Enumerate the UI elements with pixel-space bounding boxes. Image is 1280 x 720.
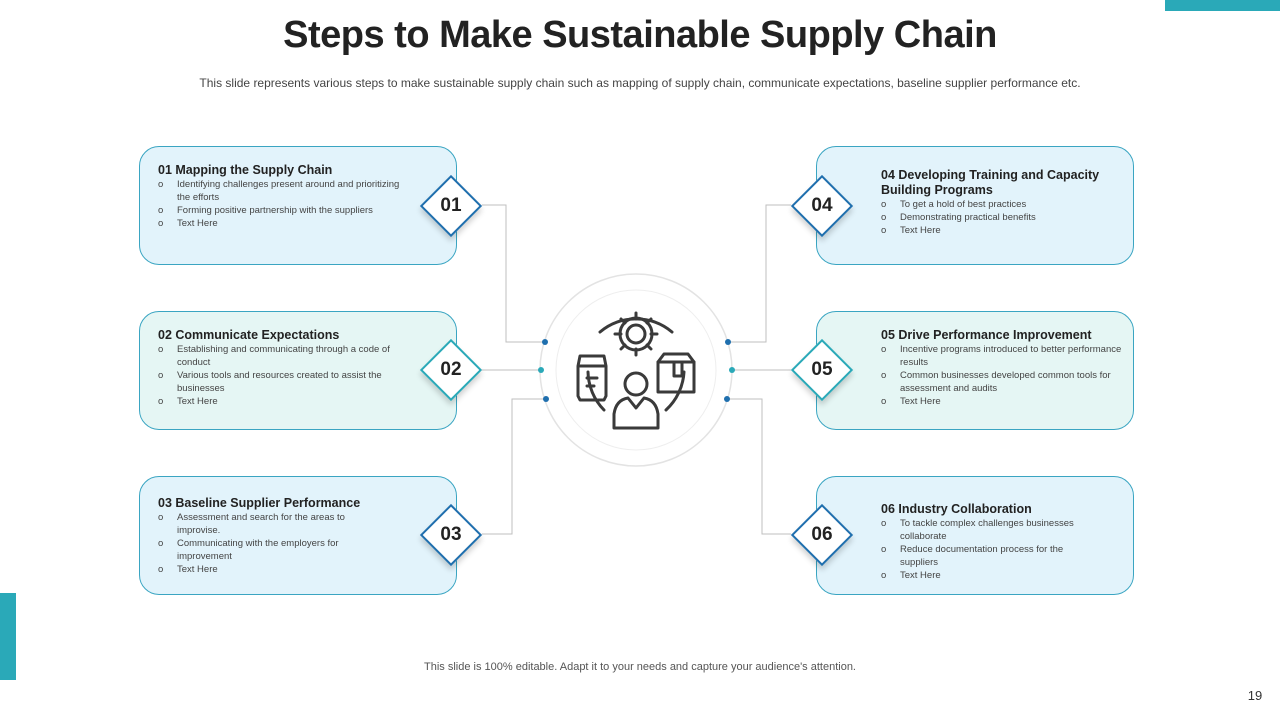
- step-title: 05 Drive Performance Improvement: [881, 328, 1092, 342]
- connector-04: [728, 204, 791, 343]
- connector-01: [482, 204, 545, 343]
- bullet-marker: o: [881, 396, 887, 407]
- bullet-marker: o: [881, 370, 887, 381]
- bullet-marker: o: [881, 518, 887, 529]
- bullet-marker: o: [881, 344, 887, 355]
- inner-ring: [555, 289, 717, 451]
- supply-chain-icon: [576, 311, 696, 430]
- bullet-marker: o: [881, 225, 887, 236]
- bullet-marker: o: [881, 570, 887, 581]
- step-title: 03 Baseline Supplier Performance: [158, 496, 361, 510]
- step-number-02: 02: [440, 359, 462, 380]
- page-number: 19: [1247, 688, 1263, 703]
- bullet-marker: o: [158, 564, 164, 575]
- step-title: 06 Industry Collaboration: [881, 502, 1032, 516]
- bullet-marker: o: [158, 370, 164, 381]
- bullet-marker: o: [158, 344, 164, 355]
- bullet-marker: o: [158, 179, 164, 190]
- bullet-marker: o: [881, 544, 887, 555]
- footer-note: This slide is 100% editable. Adapt it to…: [424, 661, 856, 673]
- step-number-04: 04: [811, 195, 833, 216]
- step-number-01: 01: [440, 195, 462, 216]
- step-number-03: 03: [440, 524, 462, 545]
- step-number-05: 05: [811, 359, 833, 380]
- bullet-marker: o: [158, 396, 164, 407]
- left-accent-bar: [0, 593, 16, 680]
- step-title: 04 Developing Training and Capacity Buil…: [881, 168, 1100, 197]
- bullet-marker: o: [158, 538, 164, 549]
- connector-06: [727, 398, 791, 535]
- bullet-marker: o: [158, 512, 164, 523]
- step-number-06: 06: [811, 524, 833, 545]
- slide-subtitle: This slide represents various steps to m…: [199, 76, 1081, 90]
- bullet-marker: o: [881, 199, 887, 210]
- connector-03: [482, 398, 546, 535]
- connector-dots: [538, 339, 735, 402]
- top-accent-bar: [1165, 0, 1280, 11]
- bullet-marker: o: [158, 205, 164, 216]
- bullet-marker: o: [881, 212, 887, 223]
- step-card-04: 04 Developing Training and Capacity Buil…: [816, 146, 1134, 265]
- connector-lines: [482, 204, 791, 535]
- slide-title: Steps to Make Sustainable Supply Chain: [283, 14, 997, 56]
- step-title: 01 Mapping the Supply Chain: [158, 163, 333, 177]
- bullet-marker: o: [158, 218, 164, 229]
- step-title: 02 Communicate Expectations: [158, 328, 340, 342]
